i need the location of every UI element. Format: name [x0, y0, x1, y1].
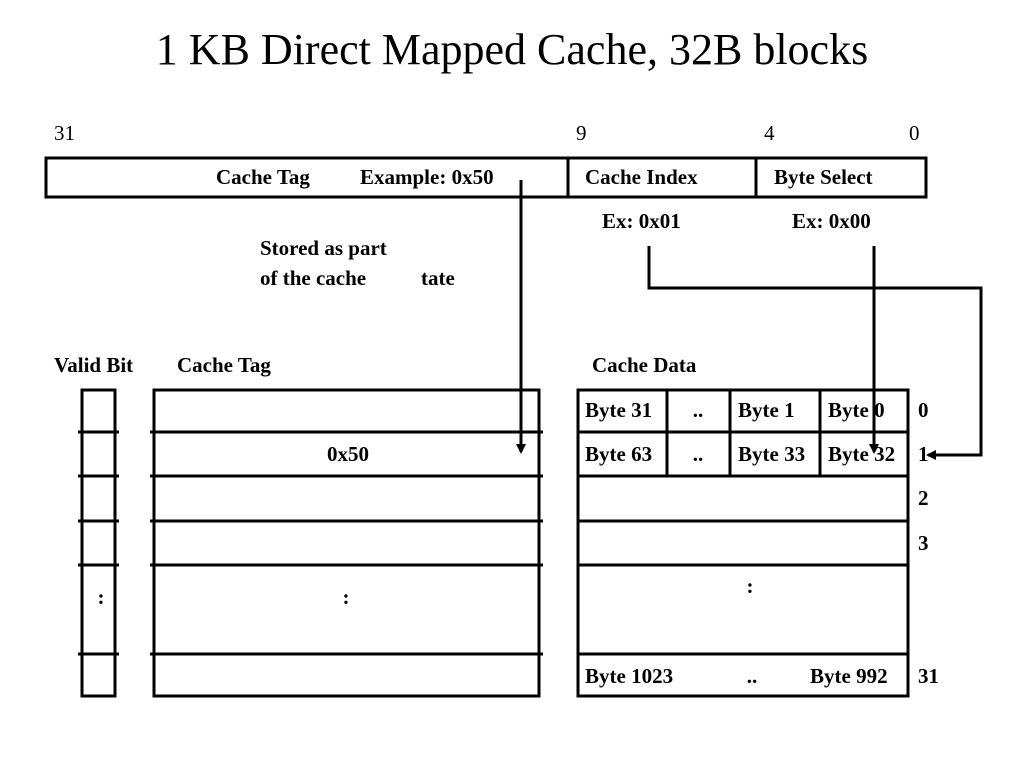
row-1-byte-32: Byte 32 [828, 442, 895, 466]
cache-tag-header: Cache Tag [177, 353, 271, 377]
note-line-2: of the cache [260, 266, 366, 290]
slide-title: 1 KB Direct Mapped Cache, 32B blocks [156, 25, 868, 74]
last-row-dots: .. [747, 664, 758, 688]
address-tag-field: Cache Tag [216, 165, 310, 189]
address-byte-field: Byte Select [774, 165, 873, 189]
row-0-dots: .. [693, 398, 704, 422]
valid-ellipsis: : [98, 585, 105, 609]
bit-0-label: 0 [909, 121, 920, 145]
valid-bit-header: Valid Bit [54, 353, 133, 377]
row-0-index: 0 [918, 398, 929, 422]
row-3-index: 3 [918, 531, 929, 555]
index-select-arrow [647, 246, 983, 460]
cache-data-column [576, 388, 910, 698]
row-1-byte-33: Byte 33 [738, 442, 805, 466]
last-row-index: 31 [918, 664, 939, 688]
bit-9-label: 9 [576, 121, 587, 145]
row-1-byte-63: Byte 63 [585, 442, 652, 466]
tag-row-1-value: 0x50 [327, 442, 369, 466]
row-0-byte-0: Byte 0 [828, 398, 885, 422]
byte-example: Ex: 0x00 [792, 209, 871, 233]
cache-tag-column [152, 388, 541, 698]
bit-4-label: 4 [764, 121, 775, 145]
row-1-dots: .. [693, 442, 704, 466]
row-1-index: 1 [918, 442, 929, 466]
address-tag-example: Example: 0x50 [360, 165, 494, 189]
note-line-1: Stored as part [260, 236, 387, 260]
last-row-byte-992: Byte 992 [810, 664, 888, 688]
address-index-field: Cache Index [585, 165, 698, 189]
row-0-byte-1: Byte 1 [738, 398, 795, 422]
row-0-byte-31: Byte 31 [585, 398, 652, 422]
valid-bit-column [80, 388, 117, 698]
cache-data-header: Cache Data [592, 353, 697, 377]
address-box [44, 156, 928, 199]
data-ellipsis: : [747, 574, 754, 598]
bit-31-label: 31 [54, 121, 75, 145]
row-2-index: 2 [918, 486, 929, 510]
note-line-2-end: tate [421, 266, 455, 290]
tag-ellipsis: : [343, 585, 350, 609]
index-example: Ex: 0x01 [602, 209, 681, 233]
last-row-byte-1023: Byte 1023 [585, 664, 673, 688]
